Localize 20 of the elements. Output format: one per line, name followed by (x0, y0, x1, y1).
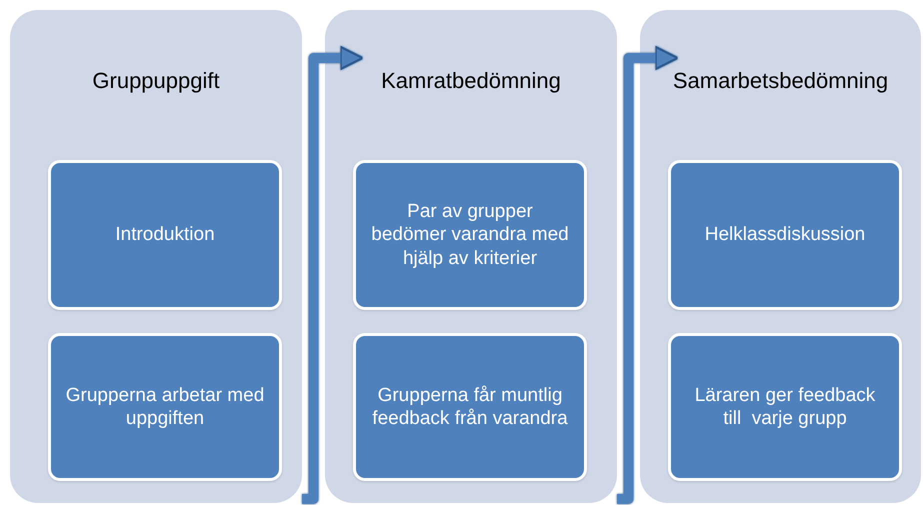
stage-panel (325, 10, 617, 503)
step-text: Par av grupper bedömer varandra med hjälp av kriterier (370, 200, 570, 270)
step-box (668, 333, 902, 481)
bent-arrow (302, 46, 364, 504)
stage-title: Samarbetsbedömning (672, 68, 890, 94)
bent-arrow (617, 46, 679, 504)
step-text: Grupperna får muntlig feedback från varandra (371, 384, 569, 430)
step-box (353, 160, 587, 310)
stage-panel (10, 10, 302, 503)
stage-title: Kamratbedömning (380, 68, 562, 94)
stage-title: Gruppuppgift (91, 68, 221, 94)
stage-panel (640, 10, 921, 503)
step-text: Helklassdiskussion (704, 223, 866, 247)
step-box (668, 160, 902, 310)
step-box (48, 160, 282, 310)
step-box (48, 333, 282, 481)
step-box (353, 333, 587, 481)
step-text: Grupperna arbetar med uppgiften (64, 384, 266, 430)
step-text: Läraren ger feedback till varje grupp (694, 384, 876, 430)
step-text: Introduktion (114, 223, 216, 247)
